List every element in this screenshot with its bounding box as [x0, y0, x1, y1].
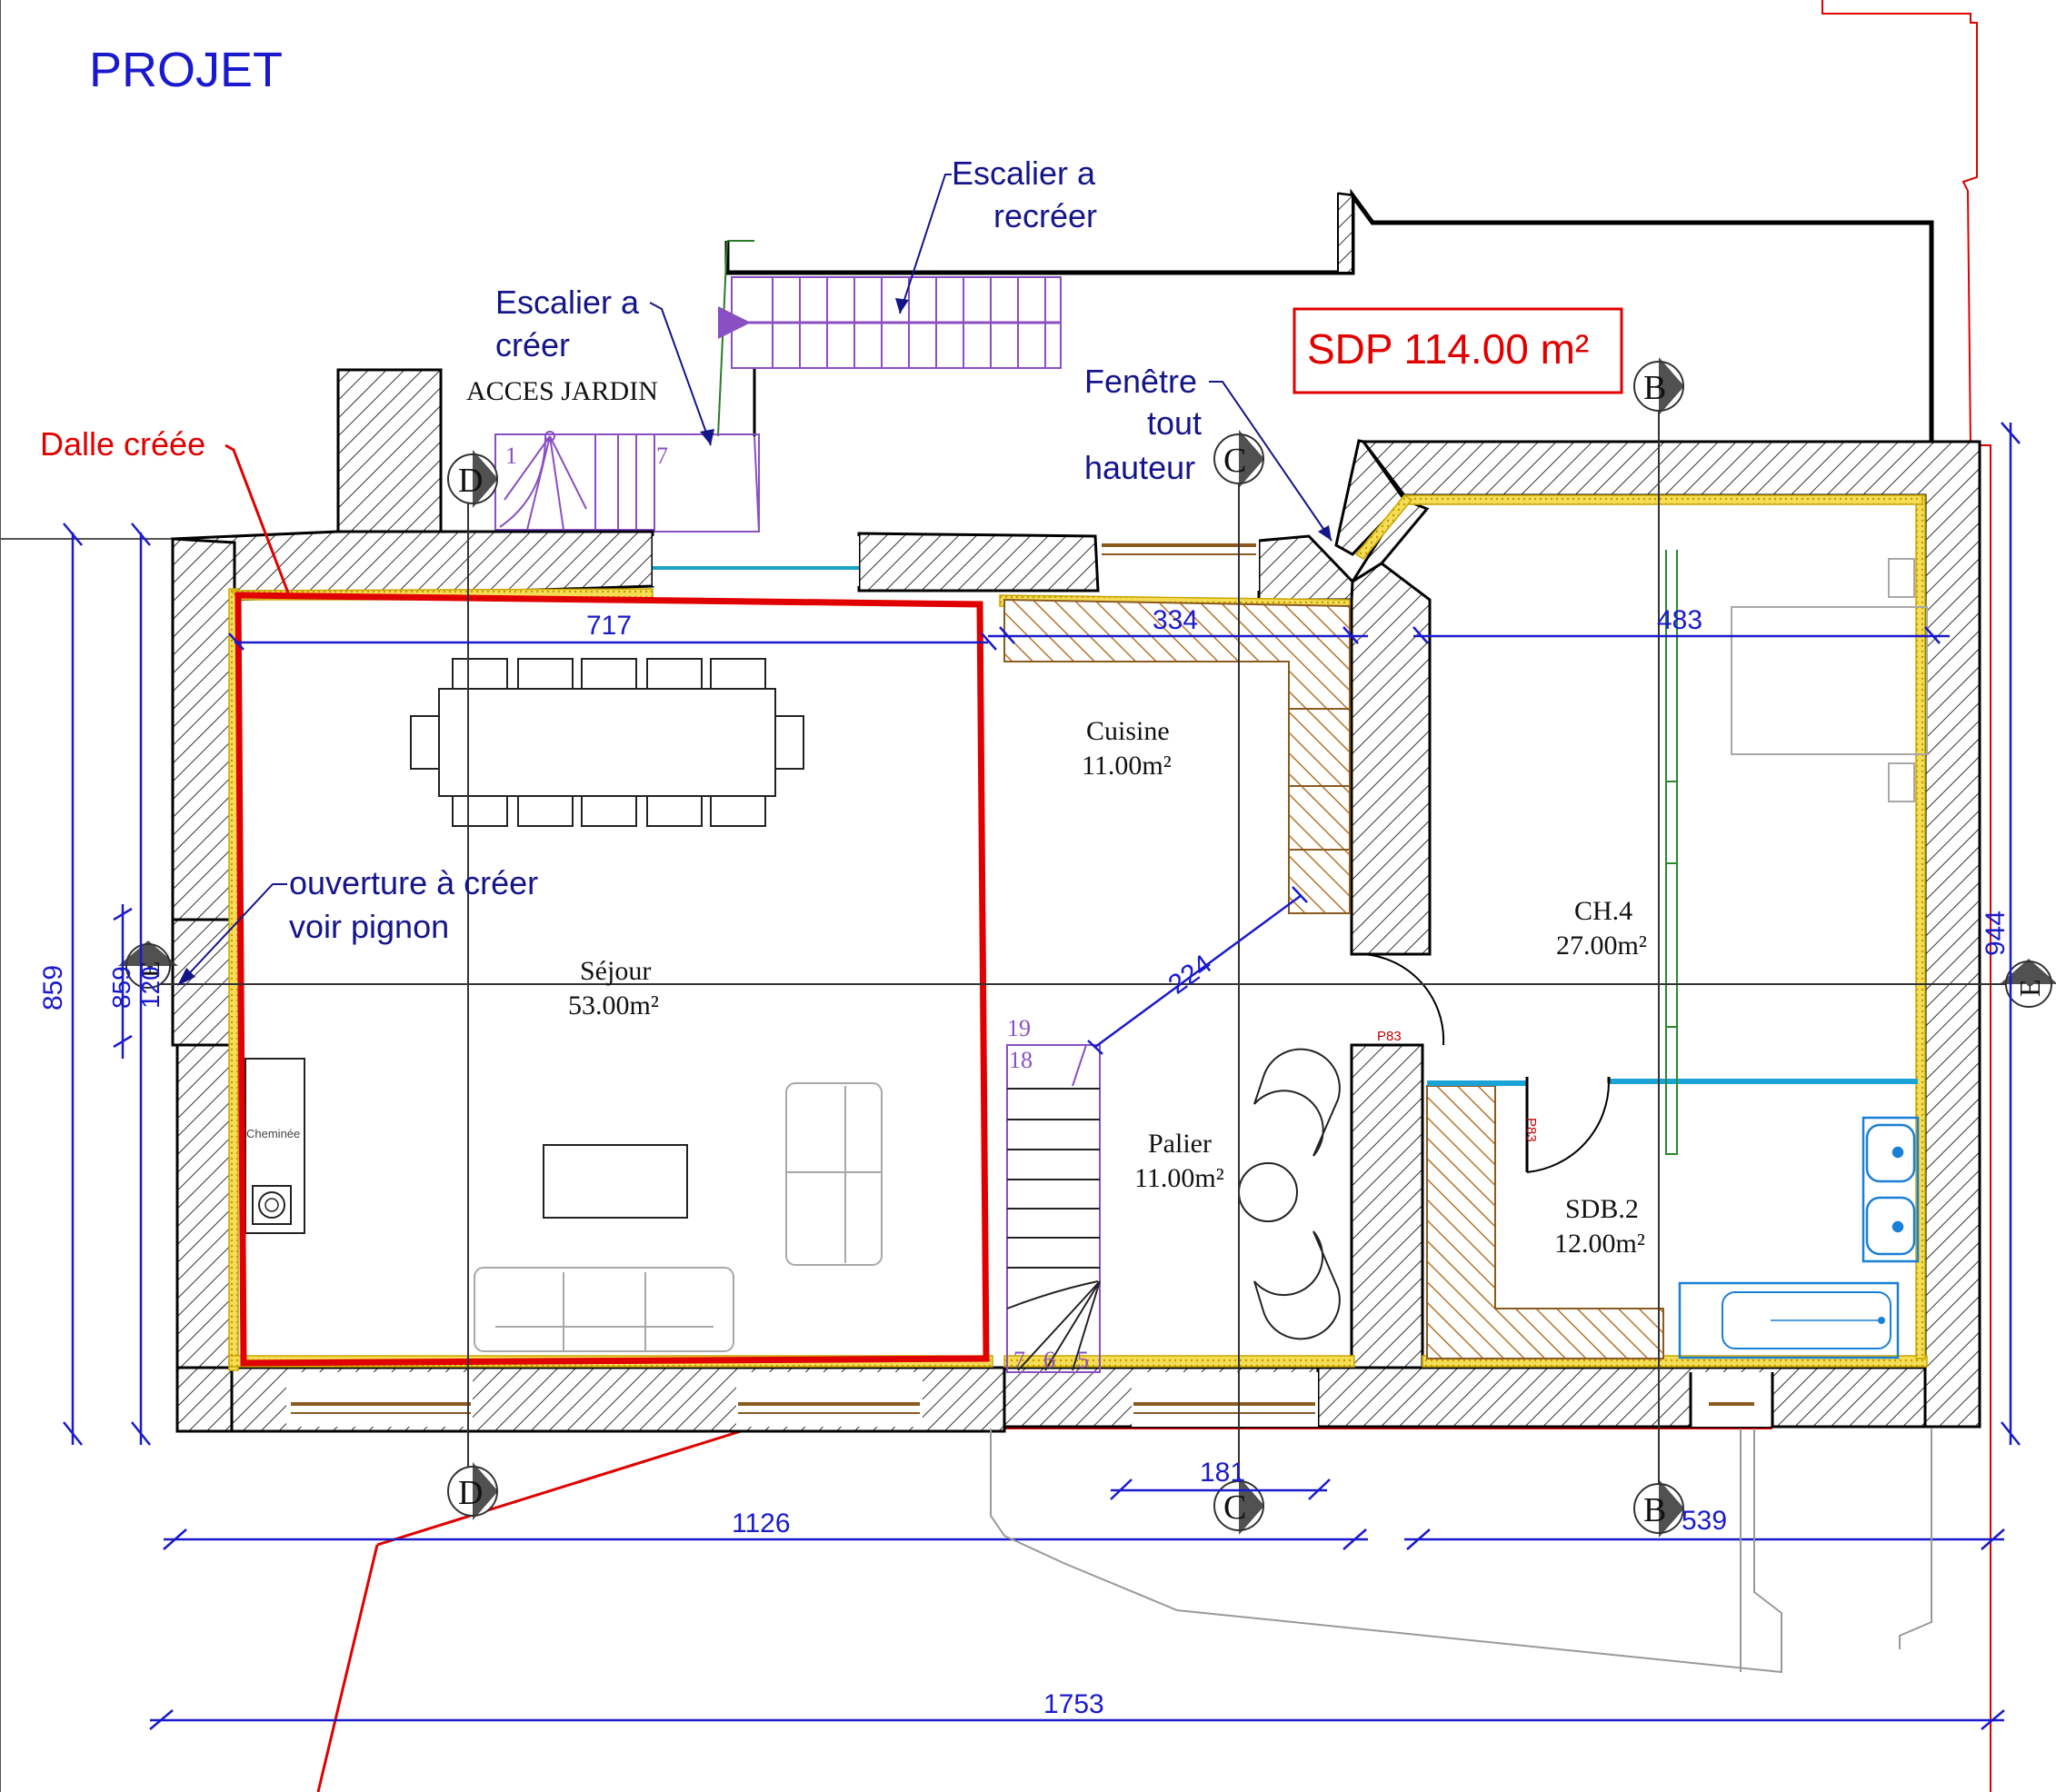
dim-859-inner: 859 [107, 966, 135, 1009]
fireplace: Cheminée [245, 1058, 305, 1234]
annotation-ouverture-line2: voir pignon [289, 908, 449, 945]
exterior-stair-create [494, 431, 760, 533]
stair-step-19: 19 [1007, 1015, 1031, 1041]
section-marker-e-right[interactable]: E [2000, 959, 2056, 1008]
svg-text:C: C [1223, 442, 1246, 480]
stair-step-7b: 7 [1013, 1347, 1025, 1373]
room-sejour-area: 53.00m² [568, 991, 659, 1020]
section-marker-d-bottom[interactable]: D [447, 1462, 498, 1520]
svg-text:E: E [2013, 979, 2046, 997]
dining-table [410, 658, 804, 827]
stair-step-1: 1 [505, 443, 517, 469]
room-ch4-area: 27.00m² [1556, 931, 1647, 961]
annotation-escalier-recreer-line1: Escalier a [952, 154, 1096, 192]
annotation-fenetre-line3: hauteur [1084, 449, 1195, 486]
section-marker-c-bottom[interactable]: C [1213, 1477, 1264, 1535]
dim-859-outer: 859 [38, 965, 68, 1010]
annotation-ouverture-line1: ouverture à créer [289, 864, 538, 901]
room-palier-area: 11.00m² [1134, 1163, 1224, 1193]
svg-text:E: E [135, 961, 165, 978]
page-title: PROJET [89, 43, 283, 97]
interior-stair [1006, 1044, 1101, 1373]
sofa-bottom [474, 1267, 734, 1352]
stair-step-7: 7 [656, 443, 668, 469]
section-marker-b-bottom[interactable]: B [1633, 1479, 1684, 1538]
windows [286, 536, 1774, 1427]
room-cuisine-area: 11.00m² [1082, 751, 1172, 781]
annotation-acces-jardin: ACCES JARDIN [466, 376, 658, 406]
dim-483: 483 [1657, 605, 1702, 635]
annotation-escalier-creer-line2: créer [495, 326, 570, 363]
stair-step-5: 5 [1077, 1347, 1089, 1373]
bed [1731, 558, 1928, 802]
dim-1753: 1753 [1043, 1689, 1104, 1719]
sdp-box: SDP 114.00 m² [1292, 307, 1623, 394]
stair-step-18: 18 [1009, 1047, 1033, 1073]
annotation-escalier-recreer-line2: recréer [993, 197, 1097, 234]
annotation-fenetre-line2: tout [1147, 404, 1202, 442]
dim-120: 120 [136, 966, 165, 1009]
fireplace-label: Cheminée [246, 1127, 300, 1140]
annotation-fenetre-line1: Fenêtre [1084, 363, 1197, 400]
section-marker-e-left[interactable]: E [118, 941, 178, 989]
room-sejour-name: Séjour [580, 956, 651, 986]
room-palier-name: Palier [1148, 1129, 1212, 1159]
svg-text:B: B [1643, 369, 1666, 407]
exterior-terrace [990, 1429, 1932, 1674]
annotation-escalier-creer-line1: Escalier a [495, 284, 640, 321]
palier-furniture [1238, 1048, 1341, 1340]
dim-334: 334 [1153, 605, 1198, 635]
svg-text:C: C [1223, 1488, 1246, 1527]
room-sdb-name: SDB.2 [1565, 1194, 1639, 1224]
section-marker-c-top[interactable]: C [1213, 430, 1264, 488]
coffee-table [543, 1144, 688, 1219]
svg-text:D: D [458, 1474, 483, 1512]
sdp-label: SDP 114.00 m² [1307, 325, 1589, 373]
dim-717: 717 [586, 611, 632, 641]
door-tag-p83-b: P83 [1523, 1118, 1539, 1142]
red-limit-line [316, 1544, 379, 1792]
kitchen-worktop [1003, 598, 1351, 914]
door-tag-p83-a: P83 [1377, 1029, 1402, 1044]
dim-539: 539 [1682, 1506, 1727, 1536]
dim-1126: 1126 [732, 1508, 791, 1538]
dim-181: 181 [1200, 1458, 1245, 1488]
section-marker-b-top[interactable]: B [1633, 357, 1684, 415]
double-sink [1861, 1116, 1920, 1263]
property-boundary [991, 0, 1991, 1792]
svg-text:D: D [458, 462, 483, 500]
stair-step-6: 6 [1043, 1347, 1055, 1373]
armchair-sofa [785, 1082, 883, 1266]
section-lines [141, 386, 2027, 1508]
dimension-lines [63, 422, 2021, 1730]
room-sdb-area: 12.00m² [1554, 1229, 1645, 1259]
bathtub [1678, 1281, 1900, 1359]
room-cuisine-name: Cuisine [1086, 716, 1170, 746]
section-marker-d-top[interactable]: D [447, 450, 498, 508]
annotation-dalle: Dalle créée [40, 425, 205, 463]
room-ch4-name: CH.4 [1574, 896, 1632, 926]
wardrobe-rail [1665, 550, 1678, 1155]
svg-text:B: B [1643, 1491, 1666, 1529]
exterior-stair-recreate [718, 276, 1062, 369]
dim-944: 944 [1981, 911, 2011, 956]
dalle-outline[interactable] [235, 592, 990, 1367]
